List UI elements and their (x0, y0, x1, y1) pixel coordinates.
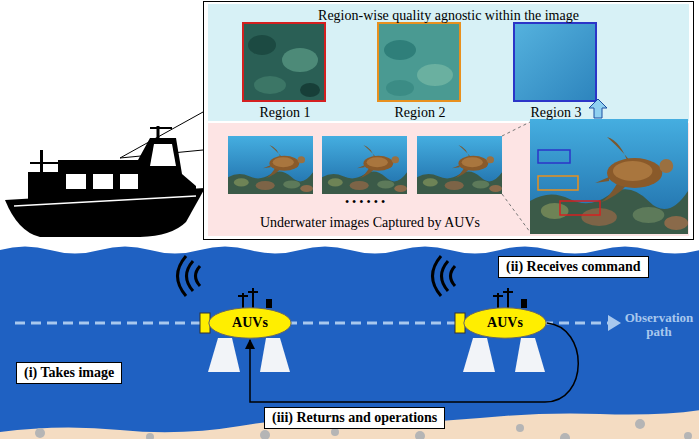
region-label: Region 1 (260, 105, 311, 121)
auv-vehicle: AUVs (463, 307, 547, 339)
path-label: Observation path (622, 311, 696, 340)
region-label: Region 2 (395, 105, 446, 121)
step-label: (ii) Receives command (498, 256, 649, 278)
text-holder: Region 3 (502, 103, 610, 121)
region-label: Region 3 (531, 105, 582, 121)
auv-vehicle: AUVs (208, 307, 292, 339)
edge-label: (iii) Returns and operations (272, 410, 437, 426)
step-text: (ii) Receives command (506, 259, 641, 275)
auv-label: AUVs (232, 315, 268, 331)
text-holder: Region 2 (366, 103, 474, 121)
ellipsis-dots: • • • • • • (330, 196, 400, 209)
region-image: Region 2 (378, 22, 462, 120)
text-holder: Region 1 (231, 103, 339, 121)
step-label: (i) Takes image (16, 362, 122, 384)
text-holder: Region-wise quality agnostic within the … (208, 6, 689, 24)
step-text: (i) Takes image (24, 365, 114, 381)
region-image: Region 1 (243, 22, 327, 120)
region-image: Region 3 (514, 22, 598, 120)
band-title: Region-wise quality agnostic within the … (318, 8, 579, 24)
text-holder: Underwater images Captured by AUVs (220, 213, 520, 231)
auv-label: AUVs (487, 315, 523, 331)
image-band: Underwater images Captured by AUVs (208, 123, 689, 236)
edge-label-box: (iii) Returns and operations (264, 407, 445, 429)
label-holder: • • • • • • (330, 196, 400, 209)
band-title: Underwater images Captured by AUVs (260, 215, 480, 231)
label-holder: Observation path (622, 311, 696, 340)
image-band: Region-wise quality agnostic within the … (208, 4, 689, 121)
